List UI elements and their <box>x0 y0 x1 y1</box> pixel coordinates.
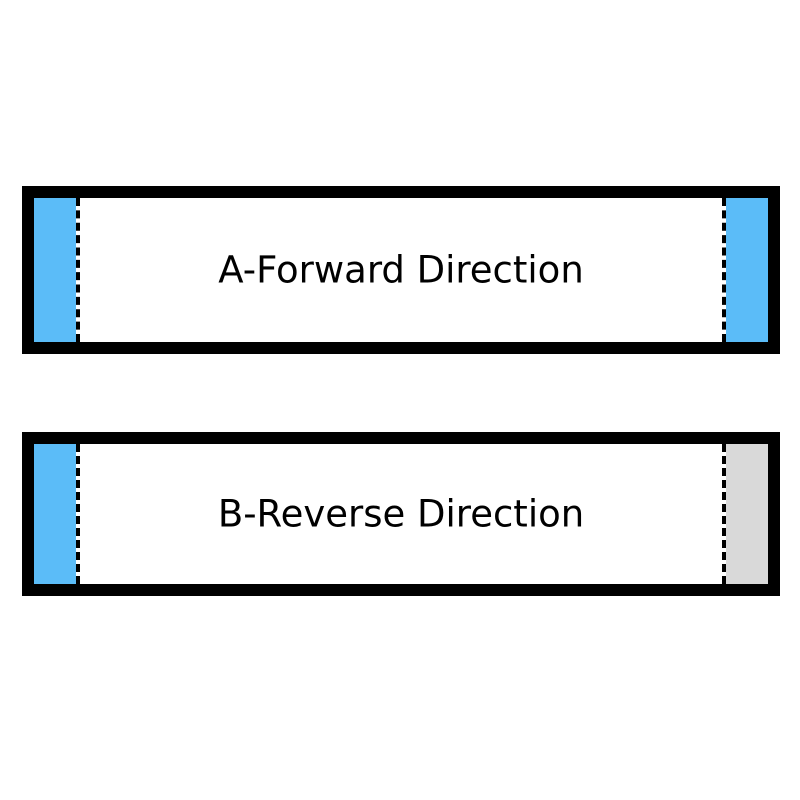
left-fold-line-a <box>76 198 80 342</box>
right-fold-line-a <box>722 198 726 342</box>
left-contact-b <box>34 444 76 584</box>
cable-forward: A-Forward Direction <box>22 186 780 354</box>
left-contact-a <box>34 198 76 342</box>
left-fold-line-b <box>76 444 80 584</box>
right-contact-b <box>726 444 768 584</box>
cable-reverse: B-Reverse Direction <box>22 432 780 596</box>
right-fold-line-b <box>722 444 726 584</box>
cable-label-b: B-Reverse Direction <box>217 492 585 536</box>
cable-label-a: A-Forward Direction <box>218 248 584 292</box>
right-contact-a <box>726 198 768 342</box>
